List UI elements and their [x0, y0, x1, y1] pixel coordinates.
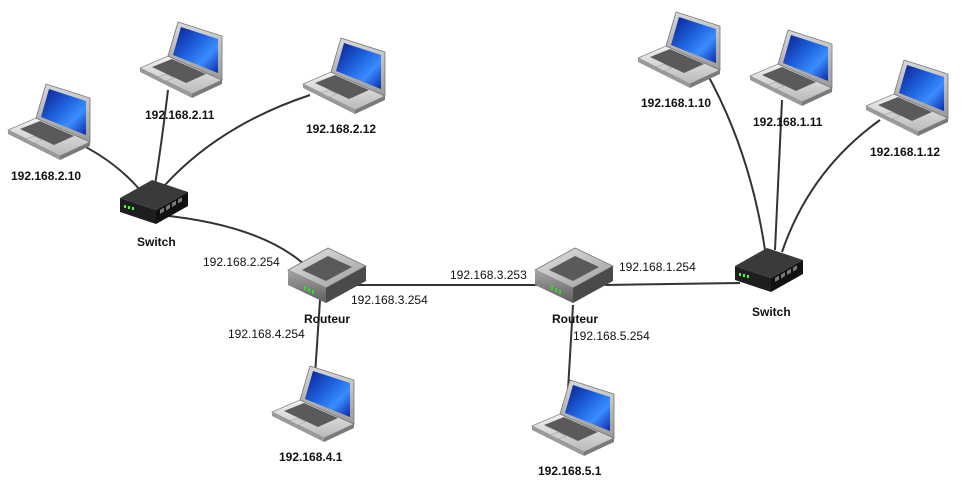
host-label-192-168-2-12: 192.168.2.12: [306, 122, 377, 136]
link-router-right-to-host-5-1: [567, 304, 574, 391]
laptop-192-168-1-10-icon: [637, 11, 721, 88]
router-left-icon: [287, 247, 367, 303]
link-router-right-to-switch-right: [604, 282, 741, 286]
switch-left-label: Switch: [137, 235, 176, 249]
interface-label-192-168-5-254: 192.168.5.254: [573, 329, 650, 343]
laptop-192-168-2-12-icon: [302, 37, 386, 114]
link-switch-left-to-host-2-11: [154, 89, 169, 186]
laptop-192-168-2-11-icon: [139, 21, 223, 98]
link-switch-left-to-router-left: [159, 214, 306, 266]
host-label-192-168-5-1: 192.168.5.1: [538, 464, 602, 478]
laptop-192-168-1-11-icon: [749, 29, 833, 106]
interface-label-192-168-3-254: 192.168.3.254: [351, 293, 428, 307]
host-label-192-168-2-10: 192.168.2.10: [11, 169, 82, 183]
router-right-icon: [534, 247, 614, 303]
laptop-192-168-1-12-icon: [865, 59, 949, 136]
interface-label-192-168-3-253: 192.168.3.253: [450, 268, 527, 282]
link-switch-right-to-host-1-11: [774, 99, 783, 251]
host-label-192-168-1-12: 192.168.1.12: [870, 145, 941, 159]
router-right-label: Routeur: [552, 312, 598, 326]
host-label-192-168-4-1: 192.168.4.1: [279, 450, 343, 464]
link-switch-right-to-host-1-10: [704, 69, 766, 251]
host-label-192-168-1-11: 192.168.1.11: [753, 115, 823, 129]
laptop-192-168-4-1-icon: [271, 365, 355, 442]
interface-label-192-168-4-254: 192.168.4.254: [228, 327, 305, 341]
interface-label-192-168-1-254: 192.168.1.254: [619, 260, 696, 274]
interface-label-192-168-2-254: 192.168.2.254: [203, 255, 280, 269]
laptop-192-168-2-10-icon: [7, 83, 91, 160]
switch-left-icon: [120, 180, 188, 224]
links: [59, 69, 881, 391]
switch-right-label: Switch: [752, 305, 791, 319]
laptop-192-168-5-1-icon: [531, 379, 615, 456]
switch-right-icon: [735, 248, 803, 292]
link-switch-right-to-host-1-12: [781, 119, 881, 253]
host-label-192-168-2-11: 192.168.2.11: [145, 108, 215, 122]
link-router-left-to-host-4-1: [314, 299, 321, 376]
router-left-label: Routeur: [304, 312, 350, 326]
link-switch-left-to-host-2-12: [164, 94, 311, 186]
host-label-192-168-1-10: 192.168.1.10: [641, 96, 712, 110]
